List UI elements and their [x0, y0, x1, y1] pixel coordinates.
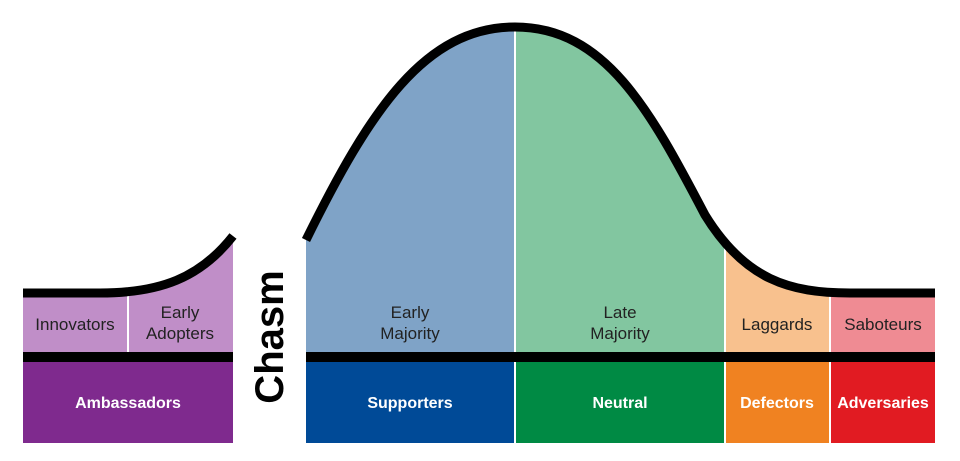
- defectors-label: Defectors: [740, 395, 814, 412]
- ambassadors-box: [23, 362, 233, 443]
- adversaries-box: [831, 362, 935, 443]
- innovators-label: Innovators: [35, 315, 114, 334]
- right-curve-line: [301, 22, 935, 298]
- adversaries-label: Adversaries: [837, 395, 929, 412]
- saboteurs-area: [830, 27, 935, 352]
- supporters-label: Supporters: [367, 395, 452, 412]
- defectors-box: [726, 362, 829, 443]
- early-adopters-label-line1: Early: [161, 303, 200, 322]
- supporters-box: [306, 362, 514, 443]
- ambassadors-label: Ambassadors: [75, 395, 181, 412]
- chasm-label: Chasm: [248, 270, 292, 403]
- early-majority-label-line2: Majority: [380, 324, 440, 343]
- early-majority-label-line1: Early: [391, 303, 430, 322]
- neutral-box: [516, 362, 724, 443]
- laggards-area: [725, 27, 830, 352]
- segment-dividers: [127, 20, 831, 443]
- late-majority-label-line2: Majority: [590, 324, 650, 343]
- left-baseline: [23, 352, 233, 362]
- saboteurs-label: Saboteurs: [844, 315, 922, 334]
- laggards-label: Laggards: [742, 315, 813, 334]
- left-curve-line: [23, 233, 237, 298]
- early-adopters-label-line2: Adopters: [146, 324, 214, 343]
- neutral-label: Neutral: [592, 395, 647, 412]
- late-majority-label-line1: Late: [603, 303, 636, 322]
- right-baseline: [306, 352, 935, 362]
